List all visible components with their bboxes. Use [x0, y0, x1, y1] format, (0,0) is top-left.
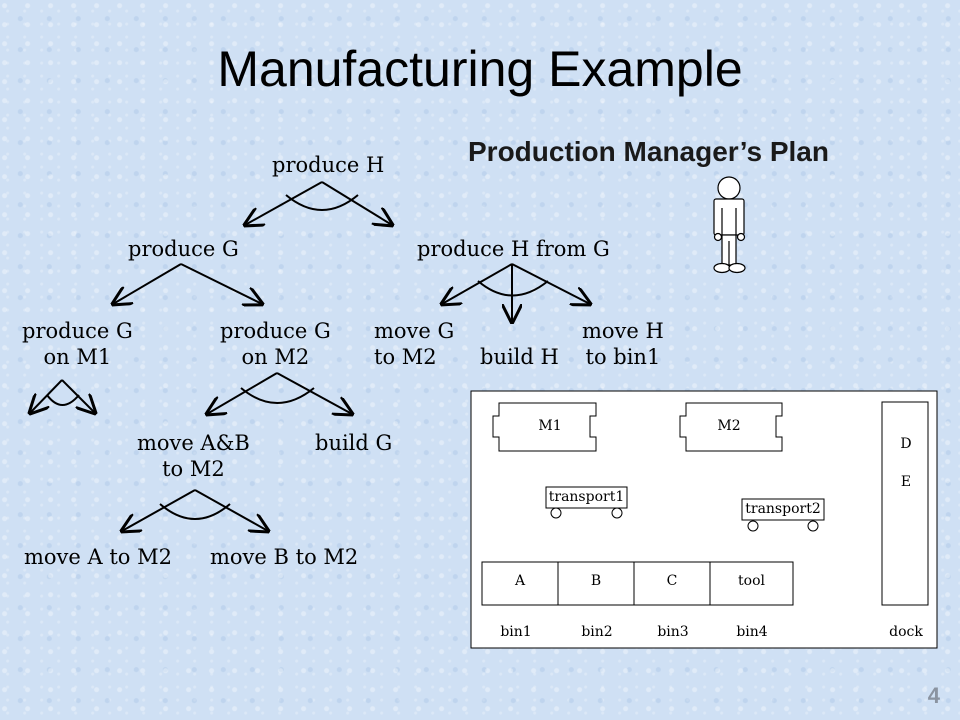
plan-subtitle: Production Manager’s Plan	[468, 136, 829, 167]
transport1-box	[545, 486, 628, 509]
transport2-box	[741, 498, 825, 521]
node-build-h: build H	[480, 345, 559, 369]
transport1-label: transport1	[548, 489, 625, 505]
node-produce-g: produce G	[128, 237, 239, 261]
node-move-a: move A to M2	[24, 545, 172, 569]
node-move-b: move B to M2	[210, 545, 359, 569]
dock-label: dock	[889, 624, 923, 640]
edge-m2-to-moveab	[207, 372, 278, 414]
and-arc-m1	[46, 394, 80, 406]
bin2-label: bin2	[581, 624, 613, 640]
and-arc-m2	[240, 387, 315, 404]
and-arc-hfromg	[477, 280, 549, 297]
machine-m1-label: M1	[538, 418, 562, 434]
edge-g-to-m1	[113, 263, 182, 304]
bin1-content: A	[514, 573, 526, 589]
edge-h-to-g	[245, 181, 323, 225]
bin2-content: B	[590, 573, 602, 589]
edge-hfromg-to-moveg	[442, 263, 513, 304]
dock-item-d: D	[900, 436, 912, 452]
edge-h-to-hfromg	[321, 181, 392, 225]
edge-ab-to-b	[194, 489, 268, 531]
bin3-label: bin3	[657, 624, 689, 640]
edge-m1-left	[30, 379, 63, 413]
node-build-g: build G	[315, 431, 393, 455]
machine-m2-label: M2	[717, 418, 741, 434]
transport2-label: transport2	[745, 501, 821, 517]
dock-item-e: E	[900, 474, 912, 490]
page-number: 4	[927, 683, 940, 708]
and-arc-ab	[159, 503, 231, 520]
machine-m2-shape	[679, 402, 783, 452]
edge-g-to-m2	[180, 263, 262, 304]
bin4-label: bin4	[736, 624, 768, 640]
edge-hfromg-to-moveh	[511, 263, 590, 304]
edge-m2-to-buildg	[276, 372, 352, 414]
machine-m1-shape	[492, 402, 597, 452]
slide-title: Manufacturing Example	[217, 41, 743, 97]
node-produce-h: produce H	[272, 153, 385, 177]
edge-ab-to-a	[122, 489, 196, 531]
and-arc-h	[285, 194, 359, 211]
bins-row	[481, 561, 794, 606]
bin1-label: bin1	[500, 624, 532, 640]
bin4-content: tool	[738, 573, 765, 589]
bin3-content: C	[666, 573, 678, 589]
node-produce-h-from-g: produce H from G	[417, 237, 610, 261]
dock-box	[881, 401, 929, 606]
